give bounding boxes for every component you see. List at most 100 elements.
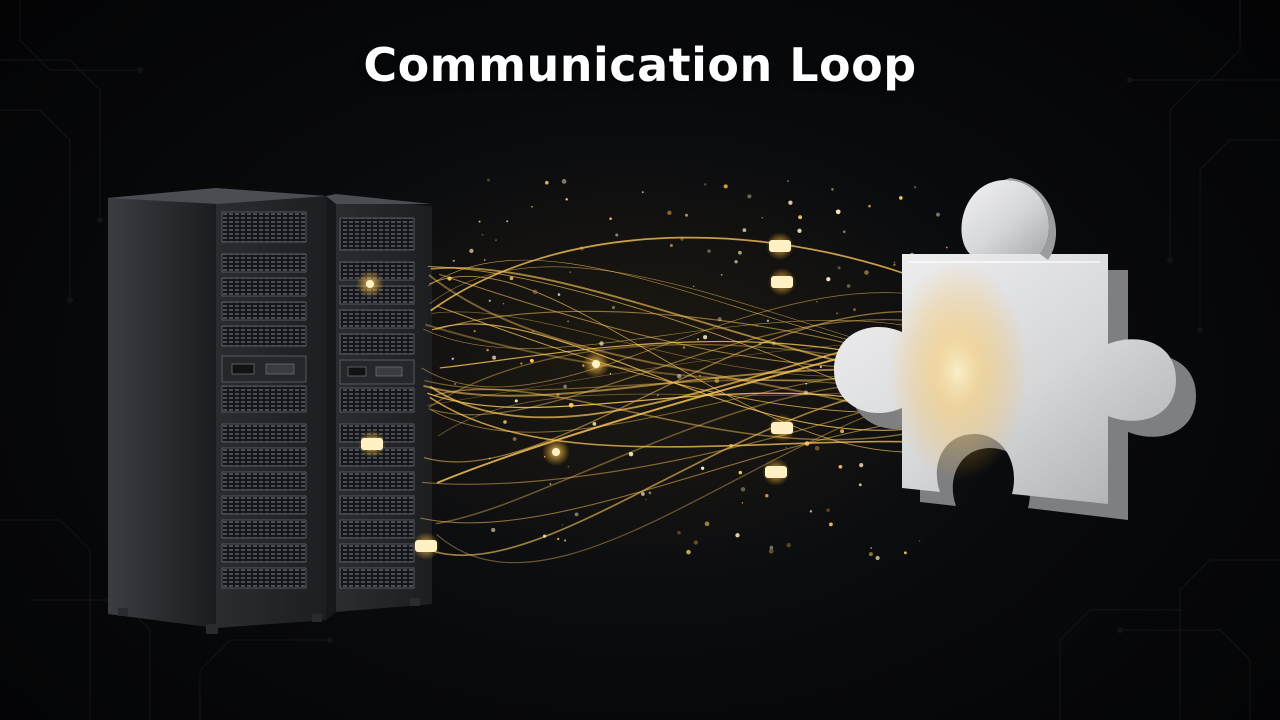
sparkle-particle	[615, 233, 619, 237]
sparkle-particle	[681, 317, 683, 320]
server-rack-icon	[108, 188, 432, 634]
sparkle-particle	[473, 329, 476, 333]
sparkle-particle	[542, 534, 547, 538]
sparkle-particle	[826, 277, 831, 282]
sparkle-particle	[936, 212, 940, 217]
sparkle-particle	[544, 180, 549, 185]
sparkle-particle	[693, 285, 695, 287]
sparkle-particle	[729, 443, 734, 448]
sparkle-particle	[766, 319, 770, 322]
sparkle-particle	[512, 437, 517, 441]
sparkle-particle	[488, 299, 491, 302]
sparkle-particle	[797, 228, 802, 233]
sparkle-particle	[831, 188, 834, 191]
sparkle-particle	[609, 217, 612, 221]
light-strand	[429, 396, 986, 448]
sparkle-particle	[837, 266, 841, 270]
sparkle-particle	[567, 320, 570, 323]
sparkle-particle	[648, 491, 652, 495]
sparkle-particle	[816, 300, 818, 303]
sparkle-particle	[569, 271, 572, 274]
sparkle-particle	[893, 263, 896, 267]
sparkle-particle	[495, 239, 497, 241]
sparkle-particle	[893, 261, 896, 264]
data-packet	[552, 448, 560, 456]
sparkle-particle	[503, 420, 507, 424]
sparkle-particle	[514, 399, 518, 403]
sparkle-particle	[819, 365, 822, 369]
sparkle-particle	[919, 540, 921, 542]
sparkle-particle	[568, 402, 574, 408]
sparkle-particle	[846, 284, 851, 288]
sparkle-particle	[686, 549, 691, 555]
sparkle-particle	[609, 373, 612, 375]
sparkle-particle	[809, 510, 813, 513]
sparkle-particle	[579, 246, 584, 251]
sparkle-particle	[454, 382, 457, 386]
sparkle-particle	[491, 527, 496, 533]
sparkle-particle	[723, 184, 728, 189]
sparkle-particle	[814, 445, 820, 451]
sparkle-particle	[864, 270, 869, 275]
sparkle-particle	[758, 342, 762, 346]
light-strand	[423, 310, 986, 463]
sparkle-particle	[488, 457, 491, 460]
sparkle-particle	[945, 246, 948, 249]
sparkle-particle	[556, 537, 560, 541]
sparkle-particle	[769, 545, 774, 550]
sparkle-particle	[481, 233, 484, 236]
sparkle-particle	[798, 215, 803, 220]
sparkle-particle	[532, 289, 538, 295]
sparkle-particle	[804, 441, 810, 446]
sparkle-particle	[842, 230, 846, 233]
sparkle-particle	[740, 487, 746, 492]
data-packet	[771, 276, 793, 288]
sparkle-particle	[704, 521, 710, 527]
sparkle-particle	[903, 551, 907, 555]
sparkle-particle	[556, 393, 560, 397]
data-packet	[366, 280, 374, 288]
data-packet	[592, 360, 600, 368]
sparkle-particle	[677, 374, 682, 379]
sparkle-particle	[788, 200, 793, 205]
sparkle-particle	[786, 542, 791, 548]
sparkle-particle	[682, 346, 686, 349]
sparkle-particle	[486, 348, 489, 352]
sparkle-particle	[741, 502, 744, 504]
sparkle-particle	[563, 384, 567, 389]
sparkle-particle	[735, 533, 740, 538]
sparkle-particle	[483, 259, 486, 261]
sparkle-particle	[697, 338, 700, 341]
sparkle-particle	[700, 466, 705, 470]
sparkle-particle	[868, 552, 873, 557]
sparkle-particle	[738, 250, 742, 255]
puzzle-piece-icon	[834, 178, 1196, 520]
sparkle-particle	[858, 483, 862, 487]
sparkle-particle	[685, 213, 688, 217]
sparkle-particle	[826, 508, 830, 512]
sparkle-particle	[447, 276, 452, 281]
sparkle-particle	[561, 524, 564, 526]
sparkle-particle	[557, 293, 561, 296]
sparkle-particle	[829, 522, 833, 527]
sparkle-particle	[765, 494, 769, 498]
sparkle-particle	[667, 210, 672, 215]
sparkle-particle	[611, 305, 616, 310]
light-strand	[431, 323, 986, 431]
sparkle-particle	[835, 312, 839, 315]
sparkle-particle	[699, 374, 701, 377]
sparkle-particle	[823, 355, 826, 358]
sparkle-particle	[529, 358, 534, 363]
sparkle-particle	[761, 217, 763, 219]
sparkle-particle	[532, 330, 535, 333]
sparkle-particle	[838, 464, 843, 469]
sparkle-particle	[875, 555, 880, 561]
sparkle-particle	[599, 341, 604, 346]
sparkle-particle	[641, 191, 644, 193]
sparkle-particle	[703, 183, 707, 186]
light-strand	[421, 292, 986, 388]
light-strand	[434, 388, 986, 441]
sparkle-particle	[840, 429, 845, 434]
